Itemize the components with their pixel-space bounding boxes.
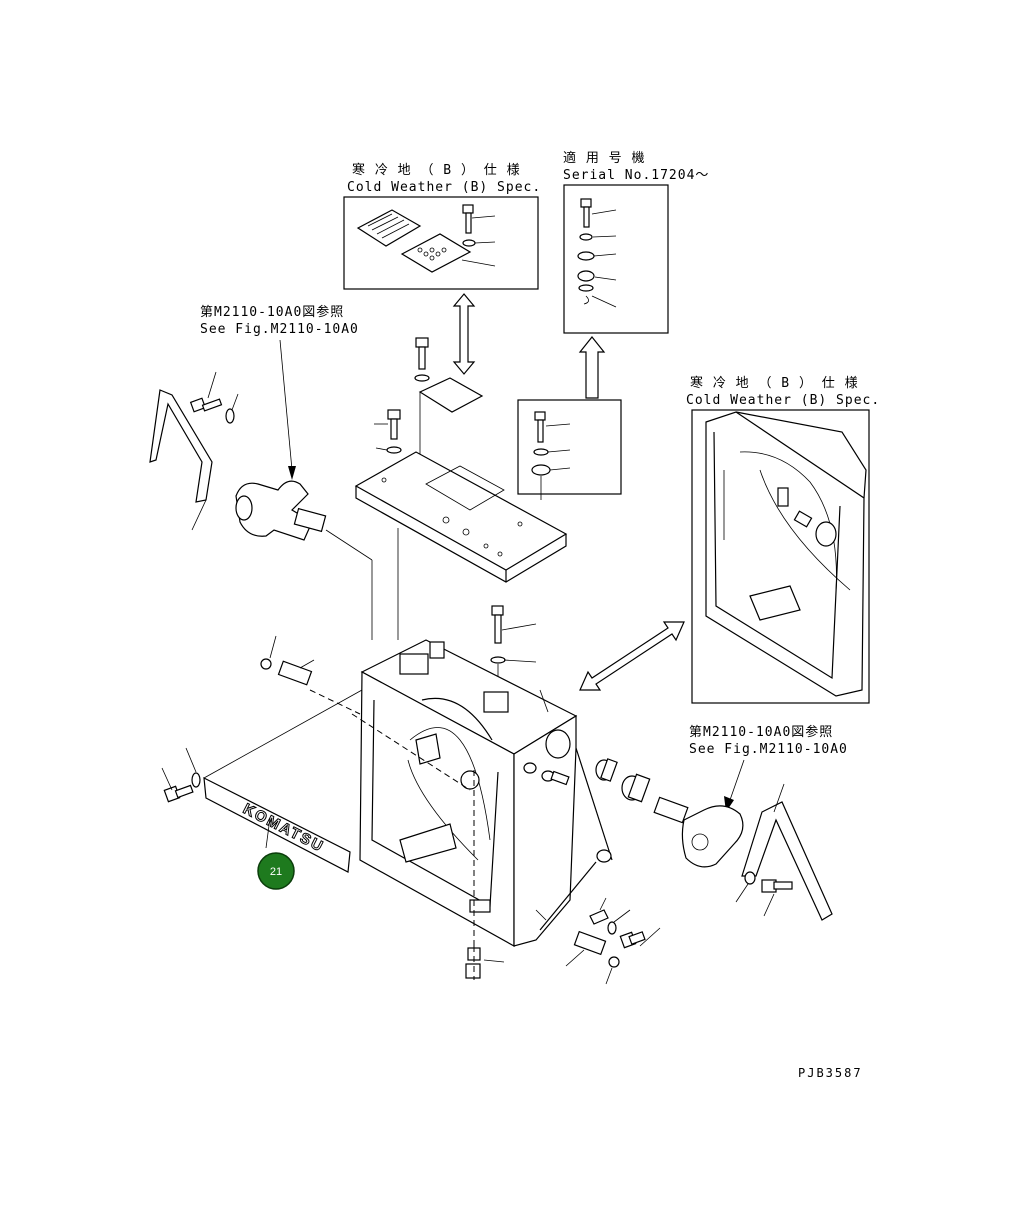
ref-top-jp: 第M2110-10A0図参照 xyxy=(200,304,344,320)
cold-weather-right-jp: 寒 冷 地 （ B ） 仕 様 xyxy=(690,375,859,391)
cold-weather-right-en: Cold Weather (B) Spec. xyxy=(686,393,880,408)
figure-code: PJB3587 xyxy=(798,1066,863,1080)
plate-text: KOMATSU xyxy=(240,800,327,855)
cold-weather-top-en: Cold Weather (B) Spec. xyxy=(347,180,541,195)
ref-top-en: See Fig.M2110-10A0 xyxy=(200,322,359,337)
double-arrow-vertical xyxy=(452,293,476,375)
komatsu-plate: KOMATSU xyxy=(161,689,363,873)
lower-pin-parts xyxy=(535,897,661,985)
cold-weather-top-jp: 寒 冷 地 （ B ） 仕 様 xyxy=(352,162,521,178)
ref-right-en: See Fig.M2110-10A0 xyxy=(689,742,848,757)
top-cover-plate xyxy=(354,337,568,640)
serial-box: 適 用 号 機 Serial No.17204～ xyxy=(563,150,709,334)
radiator-frame xyxy=(351,605,613,980)
callout-21-number: 21 xyxy=(270,866,282,878)
serial-en: Serial No.17204～ xyxy=(563,168,709,183)
upper-hose-assembly xyxy=(149,371,373,640)
left-pin-parts xyxy=(260,635,361,715)
lower-hose-assembly: 第M2110-10A0図参照 See Fig.M2110-10A0 xyxy=(523,724,848,921)
serial-jp: 適 用 号 機 xyxy=(563,150,645,166)
cold-weather-box-top: 寒 冷 地 （ B ） 仕 様 Cold Weather (B) Spec. xyxy=(343,162,541,290)
ref-right-jp: 第M2110-10A0図参照 xyxy=(689,724,833,740)
arrow-up-to-serial xyxy=(578,336,606,399)
bolt-washer-box xyxy=(517,399,622,500)
cold-weather-box-right: 寒 冷 地 （ B ） 仕 様 Cold Weather (B) Spec. xyxy=(686,375,880,704)
callout-21-badge[interactable]: 21 xyxy=(257,852,295,890)
double-arrow-diagonal xyxy=(579,621,685,691)
